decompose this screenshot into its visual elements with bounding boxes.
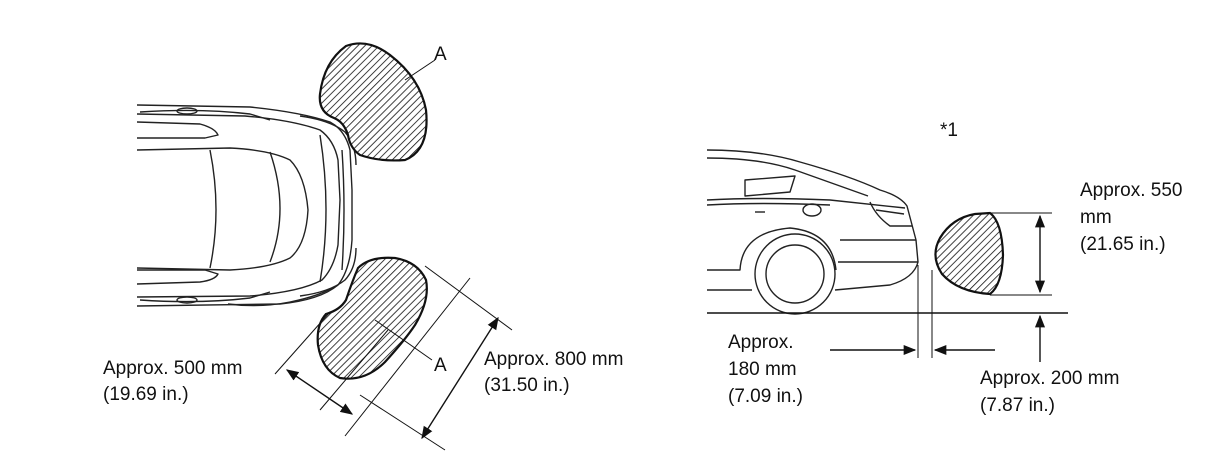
dim-800-label-line2: (31.50 in.) [484,375,570,396]
detection-zone-upper [318,42,428,162]
dimension-800mm [344,265,513,451]
dim-800-label-line1: Approx. 800 mm [484,349,623,370]
dim-180-label-line1: Approx. [728,332,793,353]
zone-leader-upper [404,59,436,81]
dim-180-label-line3: (7.09 in.) [728,386,803,407]
zone-label-a-lower: A [434,355,447,376]
dimension-180mm [830,265,995,358]
dimension-500mm [274,311,389,415]
dim-550-label-line2: mm [1080,207,1112,228]
dim-500-label-line2: (19.69 in.) [103,384,189,405]
dim-200-label-line1: Approx. 200 mm [980,368,1119,389]
dimension-550mm [990,212,1052,296]
top-view: A A Approx. 500 mm (19.69 in.) Approx. 8… [103,42,623,451]
reference-mark: *1 [940,120,958,141]
car-side-view [706,149,919,315]
dim-200-label-line2: (7.87 in.) [980,395,1055,416]
side-view: *1 [706,120,1182,416]
dim-500-label-line1: Approx. 500 mm [103,358,242,379]
detection-zone-side [934,211,1005,296]
dim-550-label-line3: (21.65 in.) [1080,234,1166,255]
detection-zone-lower [316,256,428,380]
dim-550-label-line1: Approx. 550 [1080,180,1182,201]
dim-180-label-line2: 180 mm [728,359,797,380]
car-top-view [136,104,357,307]
zone-label-a-upper: A [434,44,447,65]
